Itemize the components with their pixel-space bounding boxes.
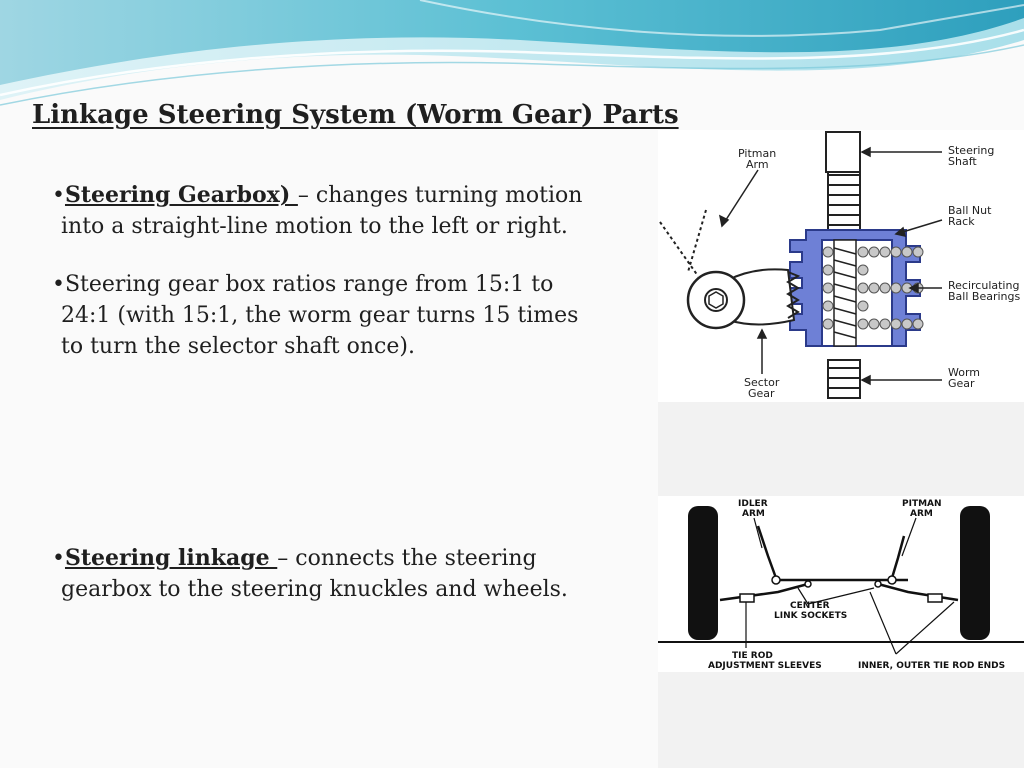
bullet-marker: • [52, 546, 65, 571]
label-pitman-arm-linkage: PITMAN [902, 499, 942, 509]
worm-gear-steering-box-diagram: Pitman Arm Steering Shaft Ball Nut Rack … [658, 130, 1024, 402]
idler-arm [756, 525, 778, 579]
bullet-steering-linkage: •Steering linkage – connects the steerin… [52, 543, 592, 605]
label-center-link-sockets: CENTER [790, 601, 830, 611]
bullet-marker: • [52, 272, 65, 297]
steering-shaft [825, 131, 861, 173]
right-wheel [960, 506, 990, 640]
pitman-arm [890, 535, 906, 579]
label-sector-gear: Sector [744, 376, 780, 389]
label-pitman-arm: Arm [746, 158, 769, 171]
bullet-steering-gearbox: •Steering Gearbox) – changes turning mot… [52, 180, 592, 242]
left-wheel [688, 506, 718, 640]
label-ball-nut-rack: Rack [948, 215, 975, 228]
bullet-text: into a straight-line motion to the left … [61, 214, 568, 239]
steering-linkage-diagram: IDLER ARM PITMAN ARM CENTER LINK SOCKETS… [658, 496, 1024, 672]
label-tie-rod-adjustment-sleeves: ADJUSTMENT SLEEVES [708, 661, 822, 671]
label-recirculating-ball-bearings: Recirculating [948, 279, 1019, 292]
bullet-text: – changes turning motion [297, 183, 583, 208]
bullet-gear-ratios: •Steering gear box ratios range from 15:… [52, 269, 592, 362]
sector-gear [686, 268, 801, 330]
recirculating-ball-bearings [822, 246, 924, 330]
bullet-marker: • [52, 183, 65, 208]
bullet-text: gearbox to the steering knuckles and whe… [61, 577, 568, 602]
label-sector-gear: Gear [748, 387, 775, 400]
label-ball-nut-rack: Ball Nut [948, 204, 992, 217]
header-wave-decoration [0, 0, 1024, 130]
slide-title: Linkage Steering System (Worm Gear) Part… [32, 100, 679, 130]
left-tie-rod [719, 582, 809, 602]
right-tie-rod [877, 582, 959, 602]
term-steering-linkage: Steering linkage [64, 545, 278, 571]
label-recirculating-ball-bearings: Ball Bearings [948, 290, 1020, 303]
label-pitman-arm: Pitman [738, 147, 776, 160]
worm-gear-threads-upper [827, 171, 861, 233]
label-center-link-sockets: LINK SOCKETS [774, 611, 847, 621]
bullet-text: Steering gear box ratios range from 15:1… [64, 272, 554, 297]
label-tie-rod-adjustment-sleeves: TIE ROD [732, 651, 773, 661]
label-idler-arm: IDLER [738, 499, 768, 509]
pitman-arm-outline [659, 209, 707, 277]
term-steering-gearbox: Steering Gearbox) [64, 182, 298, 208]
worm-gear-threads-lower [827, 359, 861, 399]
label-steering-shaft: Shaft [948, 155, 977, 168]
bullet-text: – connects the steering [277, 546, 537, 571]
label-idler-arm: ARM [742, 509, 765, 519]
bullet-text: 24:1 (with 15:1, the worm gear turns 15 … [61, 303, 579, 328]
label-worm-gear: Gear [948, 377, 975, 390]
label-worm-gear: Worm [948, 366, 980, 379]
label-pitman-arm-linkage: ARM [910, 509, 933, 519]
bullet-text: to turn the selector shaft once). [61, 334, 415, 359]
label-inner-outer-tie-rod-ends: INNER, OUTER TIE ROD ENDS [858, 661, 1005, 671]
label-steering-shaft: Steering [948, 144, 994, 157]
